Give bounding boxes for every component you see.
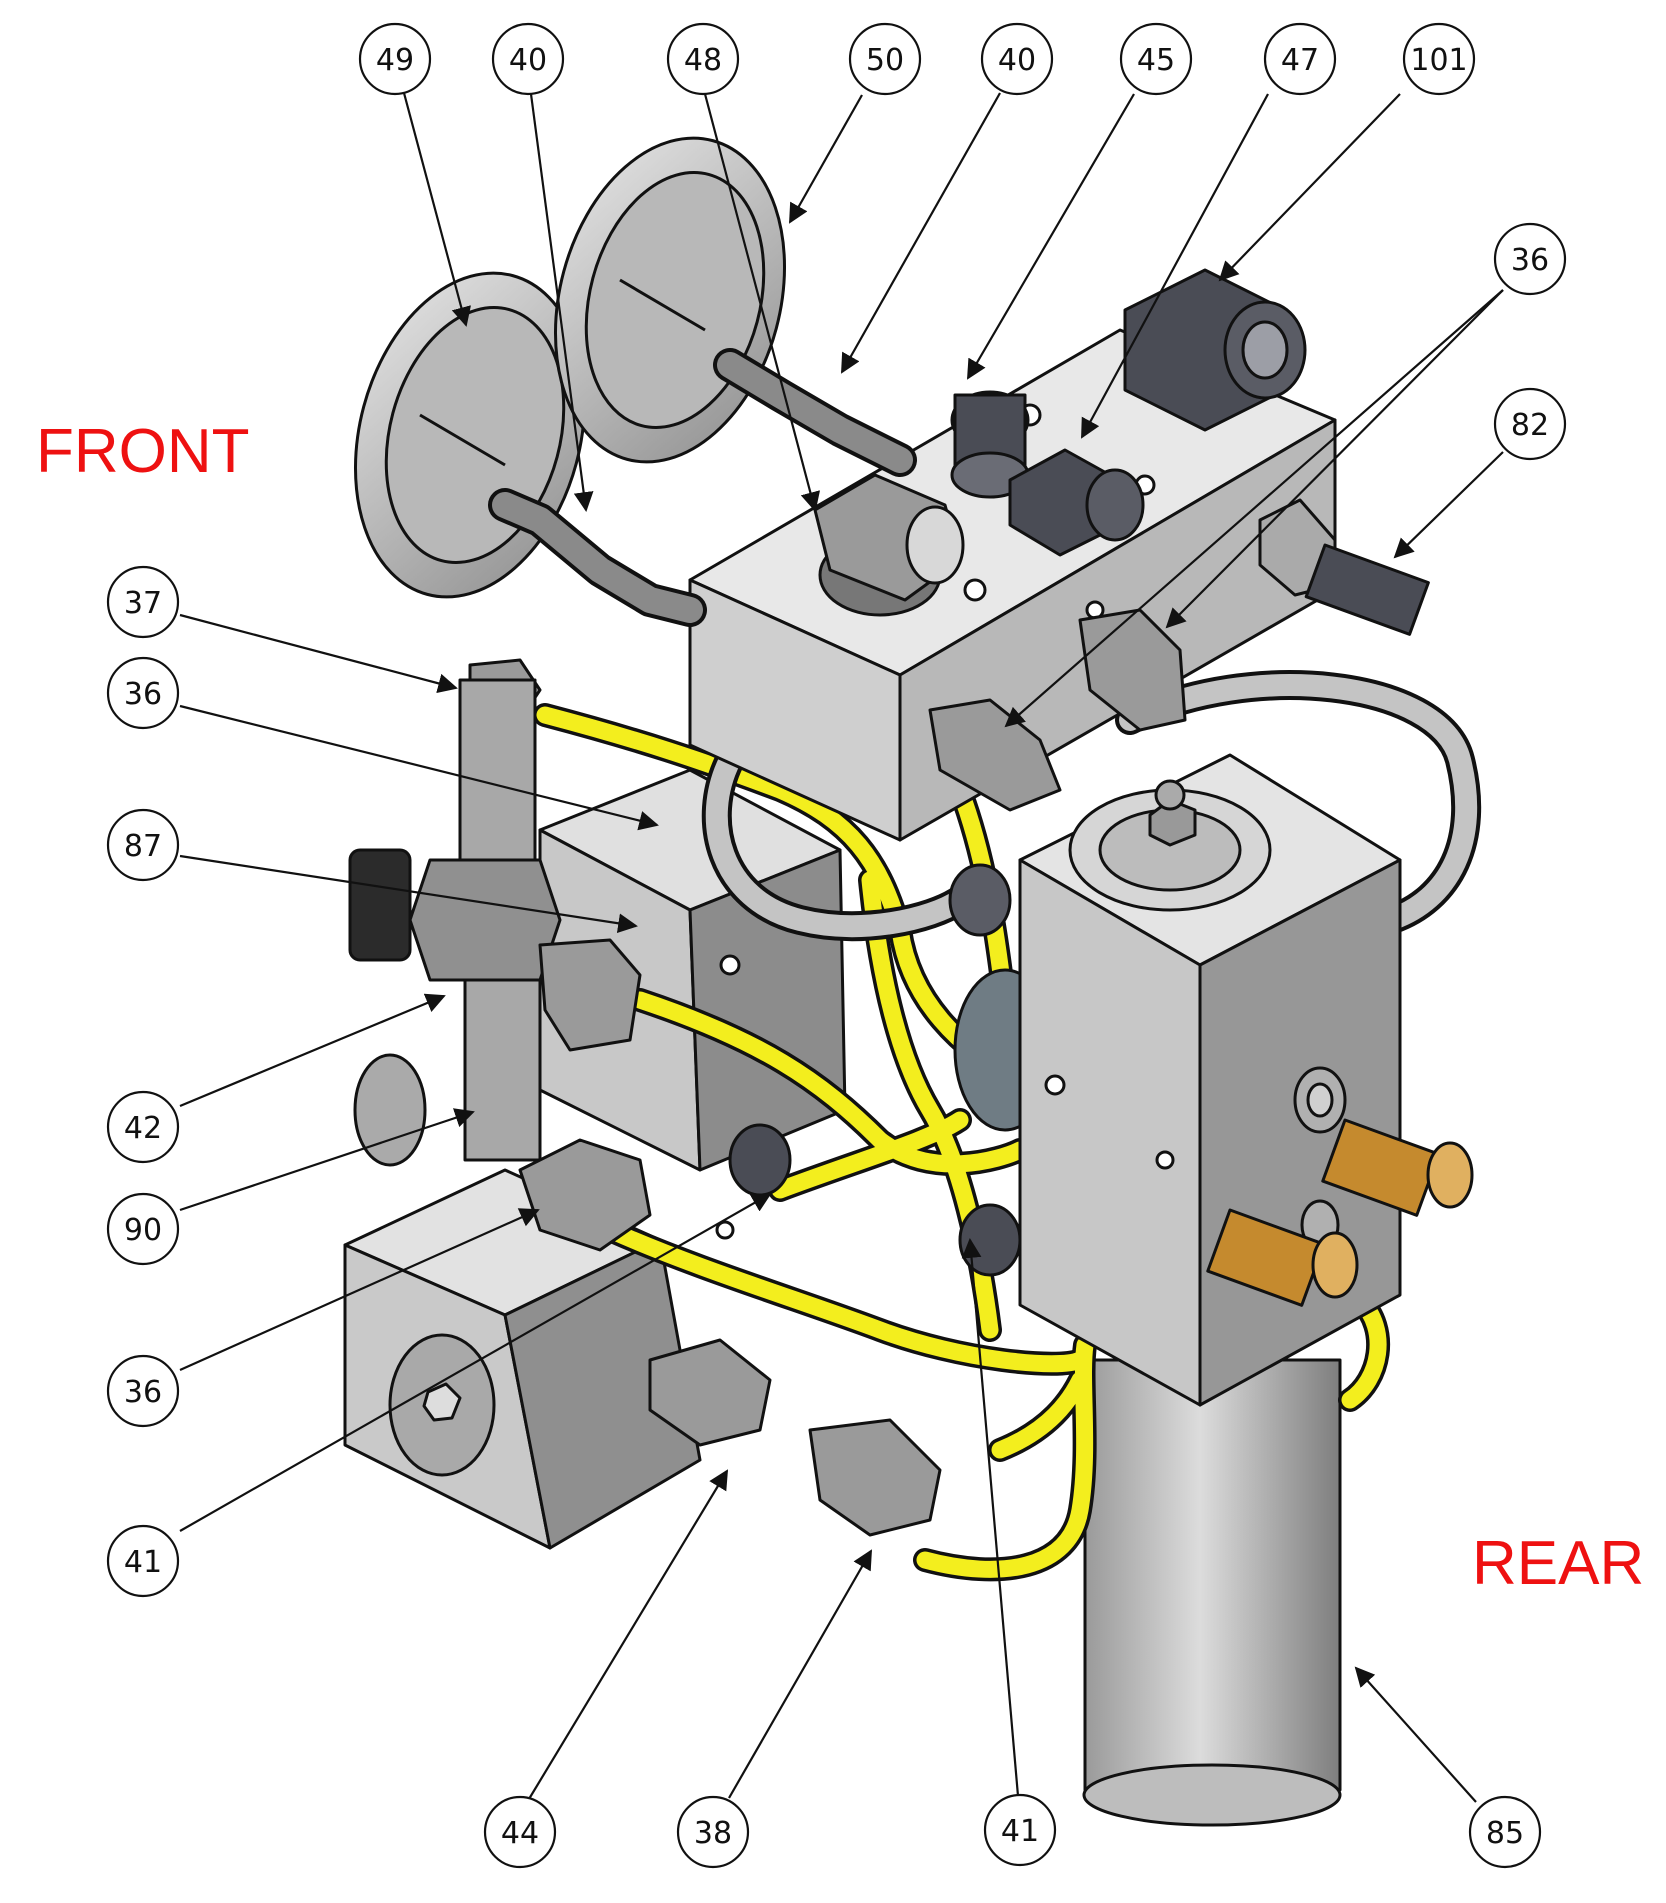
callout-balloon: 40	[491, 22, 565, 96]
callout-balloon: 38	[676, 1795, 750, 1869]
filter-cylinder	[1082, 1358, 1342, 1827]
callout-circle	[848, 22, 922, 96]
top-fittings	[813, 268, 1307, 617]
callout-circle	[106, 808, 180, 882]
callout-balloon: 85	[1468, 1795, 1542, 1869]
brass-fittings	[1206, 1118, 1474, 1307]
callout-balloon: 36	[106, 656, 180, 730]
steel-tube-loops	[701, 670, 1482, 942]
callout-number: 85	[1486, 1816, 1524, 1851]
callout-balloon: 90	[106, 1192, 180, 1266]
side-fittings	[348, 498, 1430, 1537]
pressure-gauges	[353, 136, 917, 627]
callout-number: 49	[376, 43, 414, 78]
callout-number: 38	[694, 1816, 732, 1851]
rear-label: REAR	[1472, 1529, 1644, 1598]
callout-balloon: 40	[980, 22, 1054, 96]
callout-balloon: 101	[1402, 22, 1476, 96]
callout-number: 36	[1511, 243, 1549, 278]
callout-balloon: 49	[358, 22, 432, 96]
callout-circle	[1263, 22, 1337, 96]
callout-circle	[980, 22, 1054, 96]
yellow-tube-lines	[533, 703, 1391, 1582]
callout-circle	[106, 1192, 180, 1266]
callout-balloon: 45	[1119, 22, 1193, 96]
callout-balloon: 50	[848, 22, 922, 96]
callout-number: 82	[1511, 408, 1549, 443]
front-label: FRONT	[36, 417, 250, 486]
callout-number: 101	[1410, 43, 1467, 78]
callout-circle	[1119, 22, 1193, 96]
callout-circle	[106, 1524, 180, 1598]
callout-balloon: 87	[106, 808, 180, 882]
callout-balloon: 41	[106, 1524, 180, 1598]
callout-number: 40	[509, 43, 547, 78]
callout-circle	[676, 1795, 750, 1869]
callout-circle	[106, 1354, 180, 1428]
callout-circle	[1493, 387, 1567, 461]
callout-number: 47	[1281, 43, 1319, 78]
callout-balloon: 37	[106, 565, 180, 639]
callout-balloon: 36	[1493, 222, 1567, 296]
callout-number: 50	[866, 43, 904, 78]
callout-circle	[666, 22, 740, 96]
callout-balloon: 47	[1263, 22, 1337, 96]
lower-left-block	[343, 1168, 702, 1550]
callout-leaders	[179, 92, 1504, 1803]
callout-circle	[1402, 22, 1476, 96]
callout-balloon: 44	[483, 1795, 557, 1869]
callout-balloons: 49 40 48 50 40 45 47 101 36 82 37 36 87 42 90 36 41 44 38 4…	[106, 22, 1567, 1869]
callout-number: 37	[124, 586, 162, 621]
rear-block	[1018, 753, 1402, 1407]
callout-number: 87	[124, 829, 162, 864]
callout-number: 41	[124, 1545, 162, 1580]
callout-circle	[106, 1090, 180, 1164]
callout-balloon: 42	[106, 1090, 180, 1164]
callout-circle	[483, 1795, 557, 1869]
callout-number: 48	[684, 43, 722, 78]
callout-balloon: 82	[1493, 387, 1567, 461]
callout-circle	[358, 22, 432, 96]
callout-circle	[1493, 222, 1567, 296]
callout-number: 44	[501, 1816, 539, 1851]
valve-manifold-assembly	[343, 136, 1482, 1827]
callout-number: 90	[124, 1213, 162, 1248]
callout-circle	[1468, 1795, 1542, 1869]
callout-balloon: 48	[666, 22, 740, 96]
callout-number: 41	[1001, 1814, 1039, 1849]
callout-balloon: 36	[106, 1354, 180, 1428]
callout-number: 45	[1137, 43, 1175, 78]
callout-circle	[491, 22, 565, 96]
callout-circle	[106, 565, 180, 639]
callout-circle	[106, 656, 180, 730]
callout-number: 40	[998, 43, 1036, 78]
callout-balloon: 41	[983, 1793, 1057, 1867]
callout-circle	[983, 1793, 1057, 1867]
callout-number: 36	[124, 677, 162, 712]
callout-number: 36	[124, 1375, 162, 1410]
callout-number: 42	[124, 1111, 162, 1146]
